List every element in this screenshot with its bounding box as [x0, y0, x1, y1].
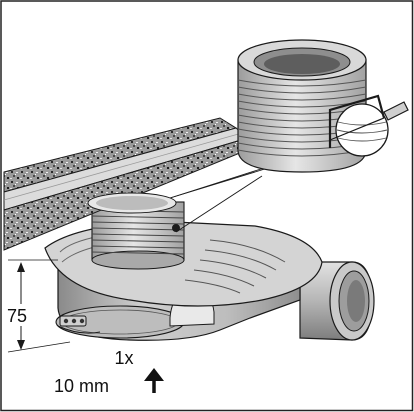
arrow-up-icon: [144, 368, 164, 393]
quantity-label: 1x: [114, 348, 133, 368]
dimension-label: 75: [7, 306, 27, 326]
magnifier-circle: [335, 103, 389, 157]
hose-clamp: [57, 315, 101, 334]
marker-dot: [172, 224, 180, 232]
cut-amount-label: 10 mm: [54, 376, 109, 396]
floor-slab: [3, 117, 253, 251]
dimension-75: [7, 259, 71, 353]
leader-line: [175, 175, 263, 233]
hacksaw-icon: [328, 94, 409, 148]
detail-threaded-ring: [237, 39, 409, 173]
